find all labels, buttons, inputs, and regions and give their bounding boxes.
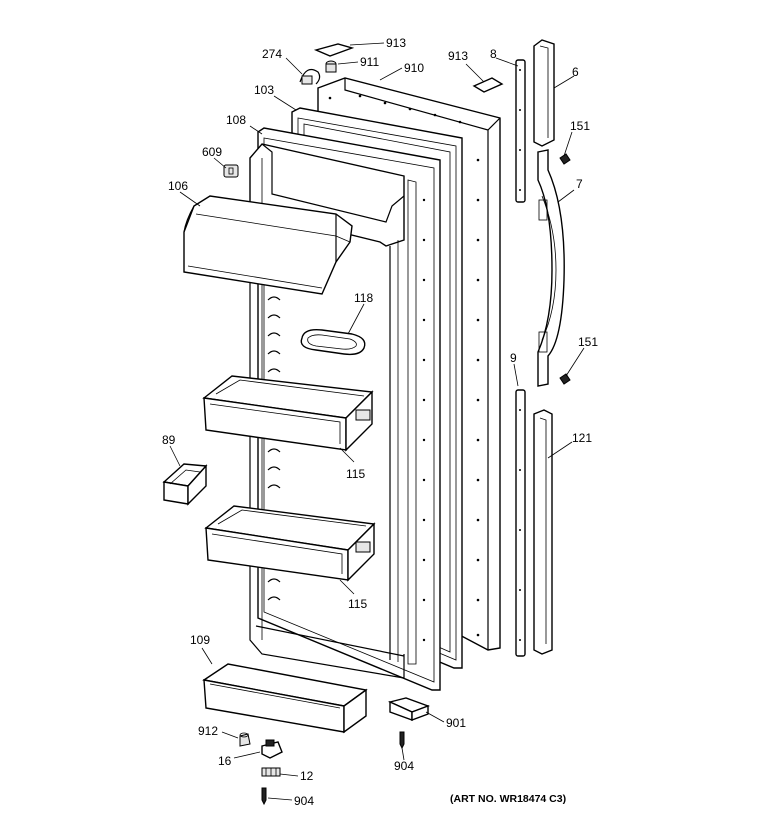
label-103: 103 bbox=[254, 83, 274, 97]
label-109: 109 bbox=[190, 633, 210, 647]
label-904-right: 904 bbox=[394, 759, 414, 773]
art-number-caption: (ART NO. WR18474 C3) bbox=[450, 793, 566, 805]
door-shelf-bin-lower bbox=[204, 505, 376, 582]
small-hardware-parts bbox=[239, 731, 405, 806]
label-151-upper: 151 bbox=[570, 119, 590, 133]
label-6: 6 bbox=[572, 65, 579, 79]
label-12: 12 bbox=[300, 769, 314, 783]
label-9: 9 bbox=[510, 351, 517, 365]
trim-strips bbox=[515, 59, 526, 657]
label-106: 106 bbox=[168, 179, 188, 193]
label-8: 8 bbox=[490, 47, 497, 61]
part-89-holder bbox=[162, 463, 208, 506]
label-115-lower: 115 bbox=[348, 597, 367, 611]
label-16: 16 bbox=[218, 754, 232, 768]
top-hinge-parts bbox=[299, 43, 504, 93]
label-108: 108 bbox=[226, 113, 246, 127]
part-number-labels: 913 274 911 910 913 8 6 103 108 609 151 … bbox=[162, 36, 598, 808]
dairy-compartment-door bbox=[183, 195, 353, 295]
liner-cavity bbox=[249, 143, 405, 679]
label-115-upper: 115 bbox=[346, 467, 365, 481]
label-121: 121 bbox=[572, 431, 592, 445]
label-910: 910 bbox=[404, 61, 424, 75]
label-912: 912 bbox=[198, 724, 218, 738]
label-609: 609 bbox=[202, 145, 222, 159]
label-151-lower: 151 bbox=[578, 335, 598, 349]
door-handle bbox=[537, 149, 565, 387]
label-7: 7 bbox=[576, 177, 583, 191]
handle-end-cap bbox=[533, 39, 555, 147]
label-89: 89 bbox=[162, 433, 176, 447]
bottom-door-bin bbox=[202, 663, 368, 734]
label-913-top: 913 bbox=[386, 36, 406, 50]
handle-screws bbox=[559, 153, 571, 385]
label-904-bottom: 904 bbox=[294, 794, 314, 808]
label-913-right: 913 bbox=[448, 49, 468, 63]
label-274: 274 bbox=[262, 47, 282, 61]
label-901: 901 bbox=[446, 716, 466, 730]
label-118: 118 bbox=[354, 291, 373, 305]
label-911: 911 bbox=[360, 55, 379, 69]
lower-handle-trim bbox=[533, 409, 553, 655]
door-shelf-bin-upper bbox=[202, 375, 374, 452]
part-901-bracket bbox=[387, 697, 431, 722]
part-609-latch bbox=[223, 164, 239, 178]
leader-lines bbox=[169, 42, 585, 801]
part-118-oval-bin bbox=[300, 328, 366, 356]
